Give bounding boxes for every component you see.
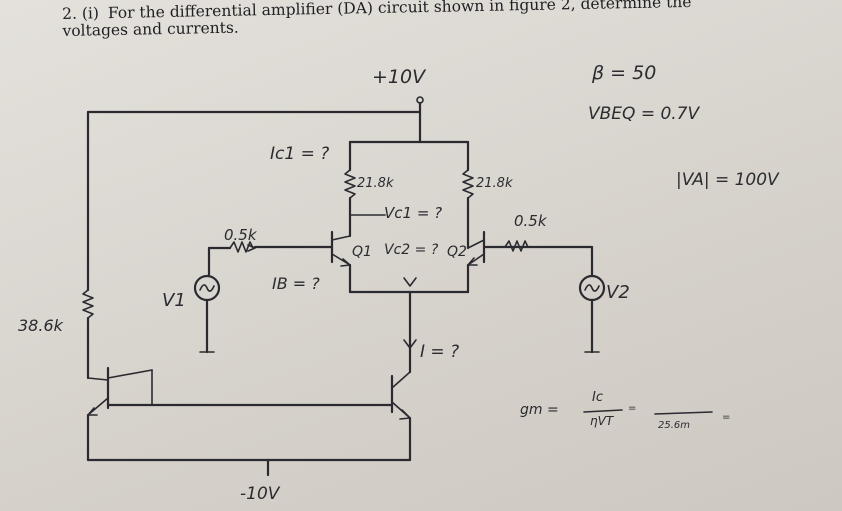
label-vc1: Vc1 = ? [384, 204, 443, 222]
label-itail: I = ? [420, 342, 460, 362]
label-gm-numerator: Ic [592, 390, 603, 405]
resistor-rc2 [462, 169, 474, 199]
resistor-rref [82, 289, 94, 319]
label-vc2: Vc2 = ? [384, 242, 439, 258]
label-beta: β = 50 [592, 62, 657, 84]
label-v1: V1 [162, 290, 186, 311]
label-rb1: 0.5k [224, 226, 257, 244]
supply-terminal-pos [416, 96, 424, 104]
label-q2: Q2 [447, 244, 467, 260]
resistor-rc1 [344, 169, 356, 199]
label-rref: 38.6k [18, 316, 63, 335]
label-gm-value: 25.6m [658, 420, 691, 431]
resistor-rb2 [504, 240, 529, 252]
label-q1: Q1 [352, 244, 372, 260]
label-vbe: VBEQ = 0.7V [588, 104, 700, 124]
label-v2: V2 [606, 282, 630, 303]
label-ib: IB = ? [272, 274, 320, 293]
label-gm: gm = [520, 402, 559, 418]
label-gm-equals: = [628, 403, 637, 414]
label-gm-equals-2: = [722, 412, 731, 423]
label-supply-pos: +10V [372, 66, 426, 88]
label-supply-neg: -10V [240, 484, 280, 504]
label-rc2: 21.8k [476, 176, 513, 191]
label-va: |VA| = 100V [676, 170, 779, 190]
resistor-rb1 [229, 241, 254, 253]
label-rc1: 21.8k [357, 176, 394, 191]
label-rb2: 0.5k [514, 212, 547, 230]
label-gm-denominator: ηVT [590, 414, 614, 428]
label-ic1: Ic1 = ? [270, 144, 330, 164]
tail-current-arrow [403, 339, 417, 349]
